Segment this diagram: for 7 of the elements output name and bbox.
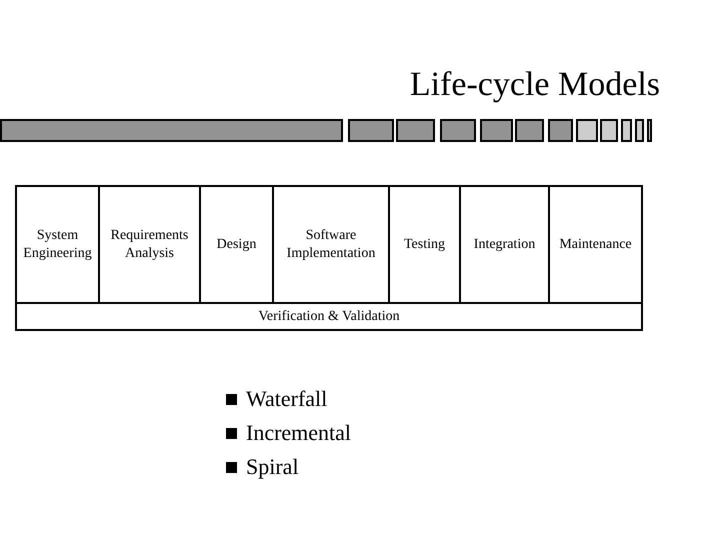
bullet-item: Incremental	[246, 420, 352, 446]
slide-title: Life-cycle Models	[408, 66, 660, 104]
phase-box: Maintenance	[548, 185, 643, 304]
bullet-item: Waterfall	[246, 386, 328, 412]
phase-box: System Engineering	[15, 185, 100, 304]
verification-band: Verification & Validation	[15, 302, 643, 331]
bullet-item: Spiral	[246, 454, 299, 480]
